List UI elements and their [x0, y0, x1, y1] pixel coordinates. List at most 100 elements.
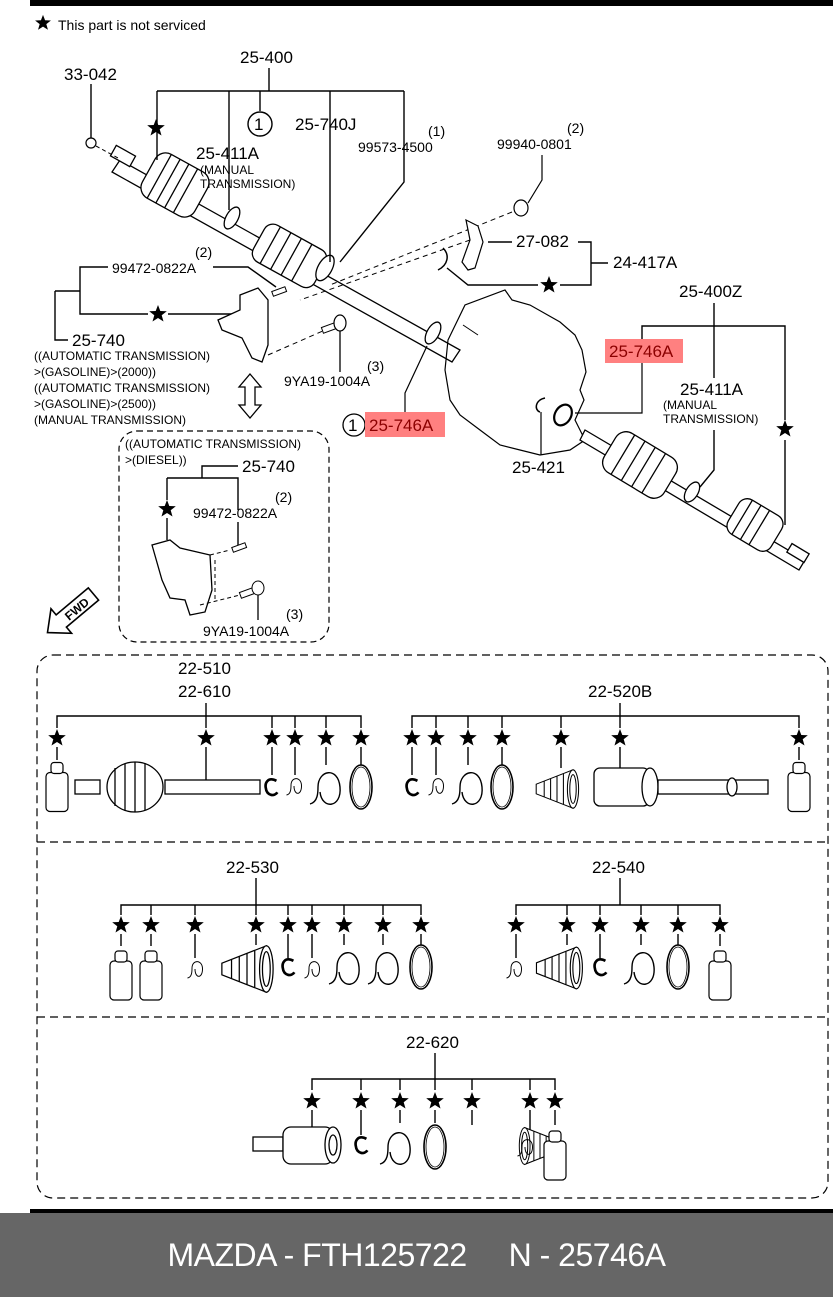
star-icon — [776, 420, 794, 437]
double-arrow-icon — [237, 372, 263, 420]
grease-bottle-icon — [45, 761, 69, 813]
label-24-417A: 24-417A — [613, 253, 678, 272]
star-icon — [112, 916, 130, 933]
ref-circle-1 — [247, 111, 273, 137]
star-icon — [591, 916, 609, 933]
star-icon — [669, 916, 687, 933]
note-manual-right-2: TRANSMISSION) — [663, 412, 758, 426]
c-clip-icon — [281, 957, 296, 977]
star-icon — [186, 916, 204, 933]
band-clamp-icon — [379, 1132, 411, 1165]
diesel-qty-9YA19: (3) — [286, 606, 303, 622]
washer-33-042 — [85, 137, 97, 149]
star-icon — [149, 305, 167, 322]
label-99472-0822A: 99472-0822A — [112, 260, 197, 276]
star-icon — [459, 729, 477, 746]
star-icon — [611, 729, 629, 746]
star-icon — [552, 729, 570, 746]
kit-22-520B: 22-520B — [403, 682, 811, 813]
ring-icon — [409, 944, 433, 990]
grease-bottle-icon — [708, 950, 732, 1001]
seal-25-746A-right — [553, 403, 573, 427]
ring-icon — [423, 1124, 447, 1170]
legend-text: This part is not serviced — [58, 17, 206, 33]
boot-icon — [221, 945, 274, 993]
bottom-border — [30, 1209, 833, 1213]
engine-mount-bracket — [217, 287, 269, 363]
diesel-label-9YA19-1004A: 9YA19-1004A — [203, 623, 290, 639]
parts-diagram: This part is not serviced 25-400 33-042 … — [30, 0, 833, 1213]
outer-joint-icon — [252, 1126, 342, 1165]
qty-9YA19: (3) — [367, 358, 384, 374]
band-clamp-icon — [451, 772, 483, 805]
star-icon — [142, 916, 160, 933]
kit-22-620: 22-620 — [252, 1033, 567, 1181]
label-25-740: 25-740 — [72, 331, 125, 350]
legend-star-icon — [35, 14, 51, 30]
note-25-740-4: >(GASOLINE)>(2500)) — [34, 397, 156, 411]
kit-22-530: 22-530 — [109, 858, 433, 1001]
band-clamp-icon — [367, 952, 399, 985]
ring-icon — [490, 764, 514, 810]
band-clamp-icon — [309, 772, 341, 805]
star-icon — [427, 729, 445, 746]
star-icon — [493, 729, 511, 746]
label-25-411A-right: 25-411A — [680, 380, 744, 399]
star-icon — [711, 916, 729, 933]
star-icon — [412, 916, 430, 933]
star-icon — [426, 1092, 444, 1109]
qty-99472: (2) — [195, 244, 212, 260]
left-driveshaft — [109, 144, 461, 363]
band-clamp-icon — [623, 952, 655, 985]
label-25-400Z: 25-400Z — [679, 282, 742, 301]
spring-clamp-icon — [285, 778, 303, 796]
spring-clamp-icon — [303, 961, 321, 979]
highlight-25-746A-left — [365, 412, 445, 437]
star-icon — [317, 729, 335, 746]
star-icon — [558, 916, 576, 933]
boot-icon — [535, 769, 580, 809]
band-clamp-icon — [328, 952, 360, 985]
star-icon — [197, 729, 215, 746]
bracket-27-082 — [461, 218, 484, 271]
highlight-25-746A-right — [605, 339, 683, 363]
star-icon — [279, 916, 297, 933]
spring-clamp-icon — [505, 961, 523, 979]
note-25-740-3: ((AUTOMATIC TRANSMISSION) — [34, 381, 210, 395]
label-25-411A-left: 25-411A — [196, 144, 260, 163]
ring-icon — [349, 764, 373, 810]
label-27-082: 27-082 — [516, 232, 569, 251]
ring-icon — [666, 944, 690, 990]
star-icon — [790, 729, 808, 746]
kit-label-22-530: 22-530 — [226, 858, 279, 877]
kit-label-22-610: 22-610 — [178, 682, 231, 701]
label-25-746A-left: 25-746A — [369, 416, 434, 435]
kit-22-510: 22-510 22-610 — [45, 659, 373, 813]
c-clip-icon — [405, 777, 420, 797]
qty-99573: (1) — [428, 123, 445, 139]
kit-22-540: 22-540 — [505, 858, 732, 1001]
star-icon — [247, 916, 265, 933]
label-25-400: 25-400 — [240, 48, 293, 67]
kit-label-22-540: 22-540 — [592, 858, 645, 877]
star-icon — [632, 916, 650, 933]
right-driveshaft — [579, 429, 811, 571]
star-icon — [374, 916, 392, 933]
note-manual-right-1: (MANUAL — [663, 398, 717, 412]
note-25-740-2: >(GASOLINE)>(2000)) — [34, 365, 156, 379]
star-icon — [540, 276, 558, 293]
kit-label-22-510: 22-510 — [178, 659, 231, 678]
qty-99940: (2) — [567, 120, 584, 136]
label-25-740J: 25-740J — [295, 115, 356, 134]
kit-label-22-520B: 22-520B — [588, 682, 652, 701]
leader-25-400 — [90, 68, 405, 263]
grease-bottle-icon — [109, 950, 133, 1001]
star-icon — [352, 729, 370, 746]
note-manual-left-2: TRANSMISSION) — [200, 177, 295, 191]
c-clip-icon — [593, 957, 608, 977]
footer-bar: MAZDA - FTH125722 N - 25746A — [0, 1213, 833, 1297]
diesel-inset-box — [118, 430, 330, 643]
label-99940-0801: 99940-0801 — [497, 136, 572, 152]
c-clip-icon — [264, 777, 279, 797]
footer-part-reference: MAZDA - FTH125722 N - 25746A — [167, 1237, 666, 1273]
